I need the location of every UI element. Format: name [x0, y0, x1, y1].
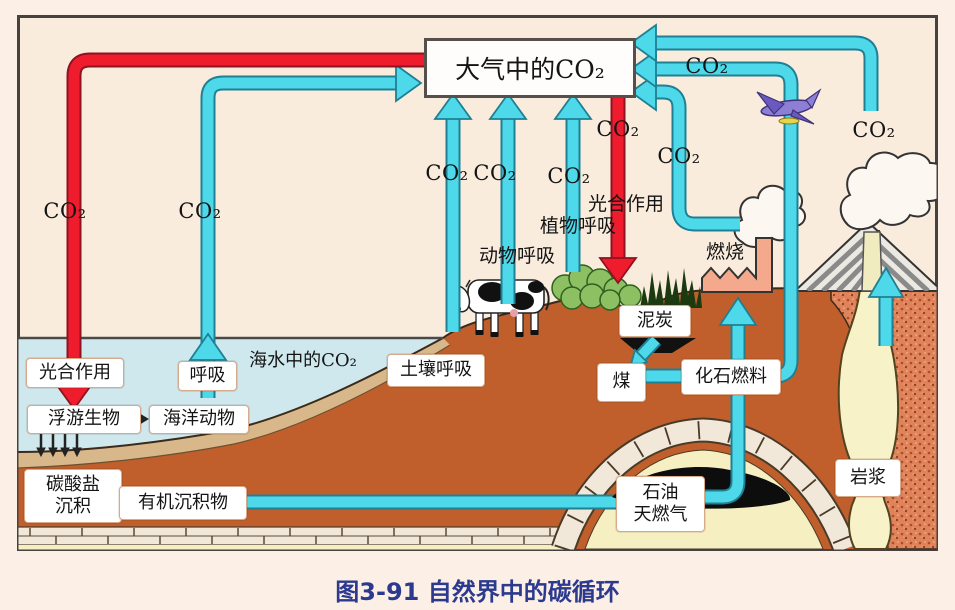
plant-respiration-pipe — [553, 92, 593, 272]
label-organic-sediment: 有机沉积物 — [119, 486, 247, 520]
co2-label-animal: CO₂ — [473, 160, 517, 185]
carbonate-line1: 碳酸盐 — [46, 473, 100, 495]
photosynthesis-land-pipe — [598, 92, 638, 285]
co2-label-sea-respiration: CO₂ — [178, 198, 222, 223]
label-carbonate-deposit: 碳酸盐沉积 — [24, 469, 122, 523]
co2-label-plant: CO₂ — [547, 163, 591, 188]
fossil-fuel-to-atmosphere-pipe — [629, 49, 799, 384]
magma-to-volcano-arrow — [867, 266, 905, 346]
label-respiration: 呼吸 — [178, 361, 237, 391]
label-seawater-co2: 海水中的CO₂ — [249, 349, 357, 371]
combustion-to-atmosphere-pipe — [629, 72, 740, 232]
co2-label-combustion: CO₂ — [657, 143, 701, 168]
label-peat: 泥炭 — [619, 305, 691, 337]
label-marine-animals: 海洋动物 — [149, 405, 249, 434]
oil-to-factory-pipe — [705, 296, 758, 505]
label-photosynthesis-left: 光合作用 — [26, 358, 124, 388]
volcano-illustration — [792, 151, 937, 292]
seabed-sand — [18, 338, 450, 468]
label-plant-respiration: 植物呼吸 — [539, 215, 616, 238]
label-photosynthesis-mid: 光合作用 — [587, 193, 664, 216]
yellow-stratum — [18, 545, 573, 550]
factory-icon — [701, 237, 773, 293]
co2-label-volcano: CO₂ — [852, 117, 896, 142]
figure-caption: 图3-91 自然界中的碳循环 — [335, 578, 620, 606]
soil-respiration-pipe — [433, 92, 473, 332]
label-oil-gas: 石油天燃气 — [616, 476, 705, 532]
label-animal-respiration: 动物呼吸 — [478, 245, 555, 268]
label-fossil-fuels: 化石燃料 — [681, 359, 781, 395]
co2-label-sea-photosynthesis: CO₂ — [43, 198, 87, 223]
volcano-smoke-cloud — [839, 151, 937, 231]
oil-gas-line1: 石油 — [642, 481, 679, 503]
oil-gas-line2: 天燃气 — [633, 504, 688, 525]
label-combustion: 燃烧 — [705, 241, 744, 264]
airplane-illustration — [756, 88, 822, 125]
co2-label-fossil: CO₂ — [685, 53, 729, 78]
carbonate-line2: 沉积 — [55, 496, 91, 517]
volcano-to-atmosphere-pipe — [629, 23, 879, 111]
label-plankton: 浮游生物 — [27, 405, 141, 434]
animal-respiration-pipe — [488, 92, 528, 304]
label-coal: 煤 — [597, 363, 646, 402]
co2-label-land-photosynthesis: CO₂ — [596, 116, 640, 141]
label-magma: 岩浆 — [835, 459, 901, 497]
label-soil-respiration: 土壤呼吸 — [387, 354, 485, 387]
co2-label-soil: CO₂ — [425, 160, 469, 185]
grass-illustration — [640, 268, 702, 308]
sea-respiration-pipe — [188, 63, 423, 398]
atmosphere-co2-box: 大气中的CO₂ — [424, 38, 636, 98]
plankton-sink-arrows — [36, 434, 82, 458]
